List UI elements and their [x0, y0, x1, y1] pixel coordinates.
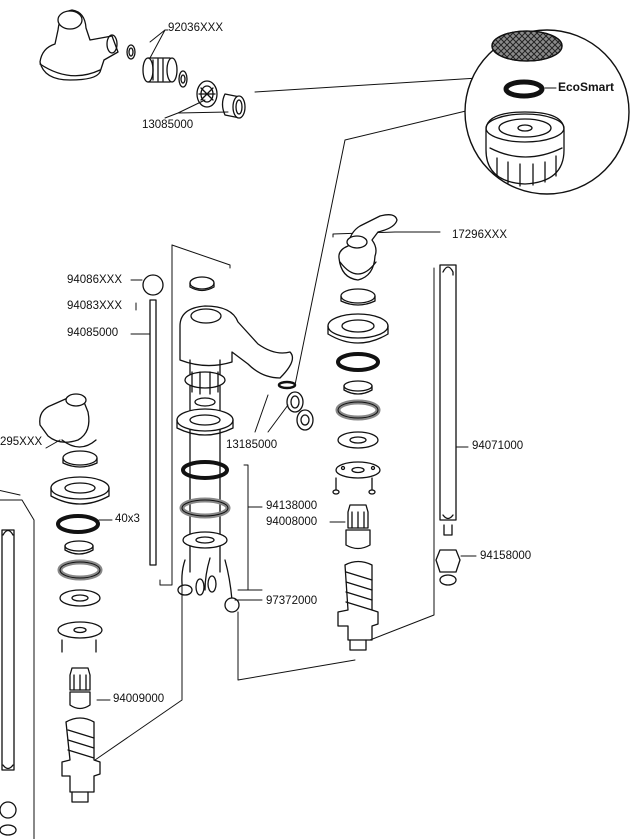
- label-94008000: 94008000: [266, 516, 318, 528]
- label-13085000: 13085000: [142, 119, 194, 131]
- spout-outlet-assembly: [39, 9, 246, 119]
- label-94138000: 94138000: [266, 500, 318, 512]
- label-17296xxx: 17296XXX: [452, 229, 507, 241]
- right-supply-hose: [369, 264, 469, 641]
- label-94086xxx: 94086XXX: [67, 274, 122, 286]
- left-handle-assembly: [39, 393, 110, 803]
- label-92036xxx: 92036XXX: [168, 22, 223, 34]
- spout-body: [159, 244, 294, 613]
- label-94083xxx: 94083XXX: [67, 300, 122, 312]
- ecosmart-detail-circle: [464, 29, 630, 195]
- label-94009000: 94009000: [113, 693, 165, 705]
- label-94071000: 94071000: [472, 440, 524, 452]
- label-13185000: 13185000: [226, 439, 278, 451]
- left-supply-hose: [0, 489, 35, 839]
- label-295xxx: 295XXX: [0, 436, 43, 448]
- label-94158000: 94158000: [480, 550, 532, 562]
- label-40x3: 40x3: [115, 513, 140, 525]
- lift-rod: [130, 274, 164, 566]
- label-ecosmart: EcoSmart: [558, 80, 615, 94]
- right-handle-assembly: [327, 214, 441, 651]
- label-94085000: 94085000: [67, 327, 119, 339]
- label-97372000: 97372000: [266, 595, 318, 607]
